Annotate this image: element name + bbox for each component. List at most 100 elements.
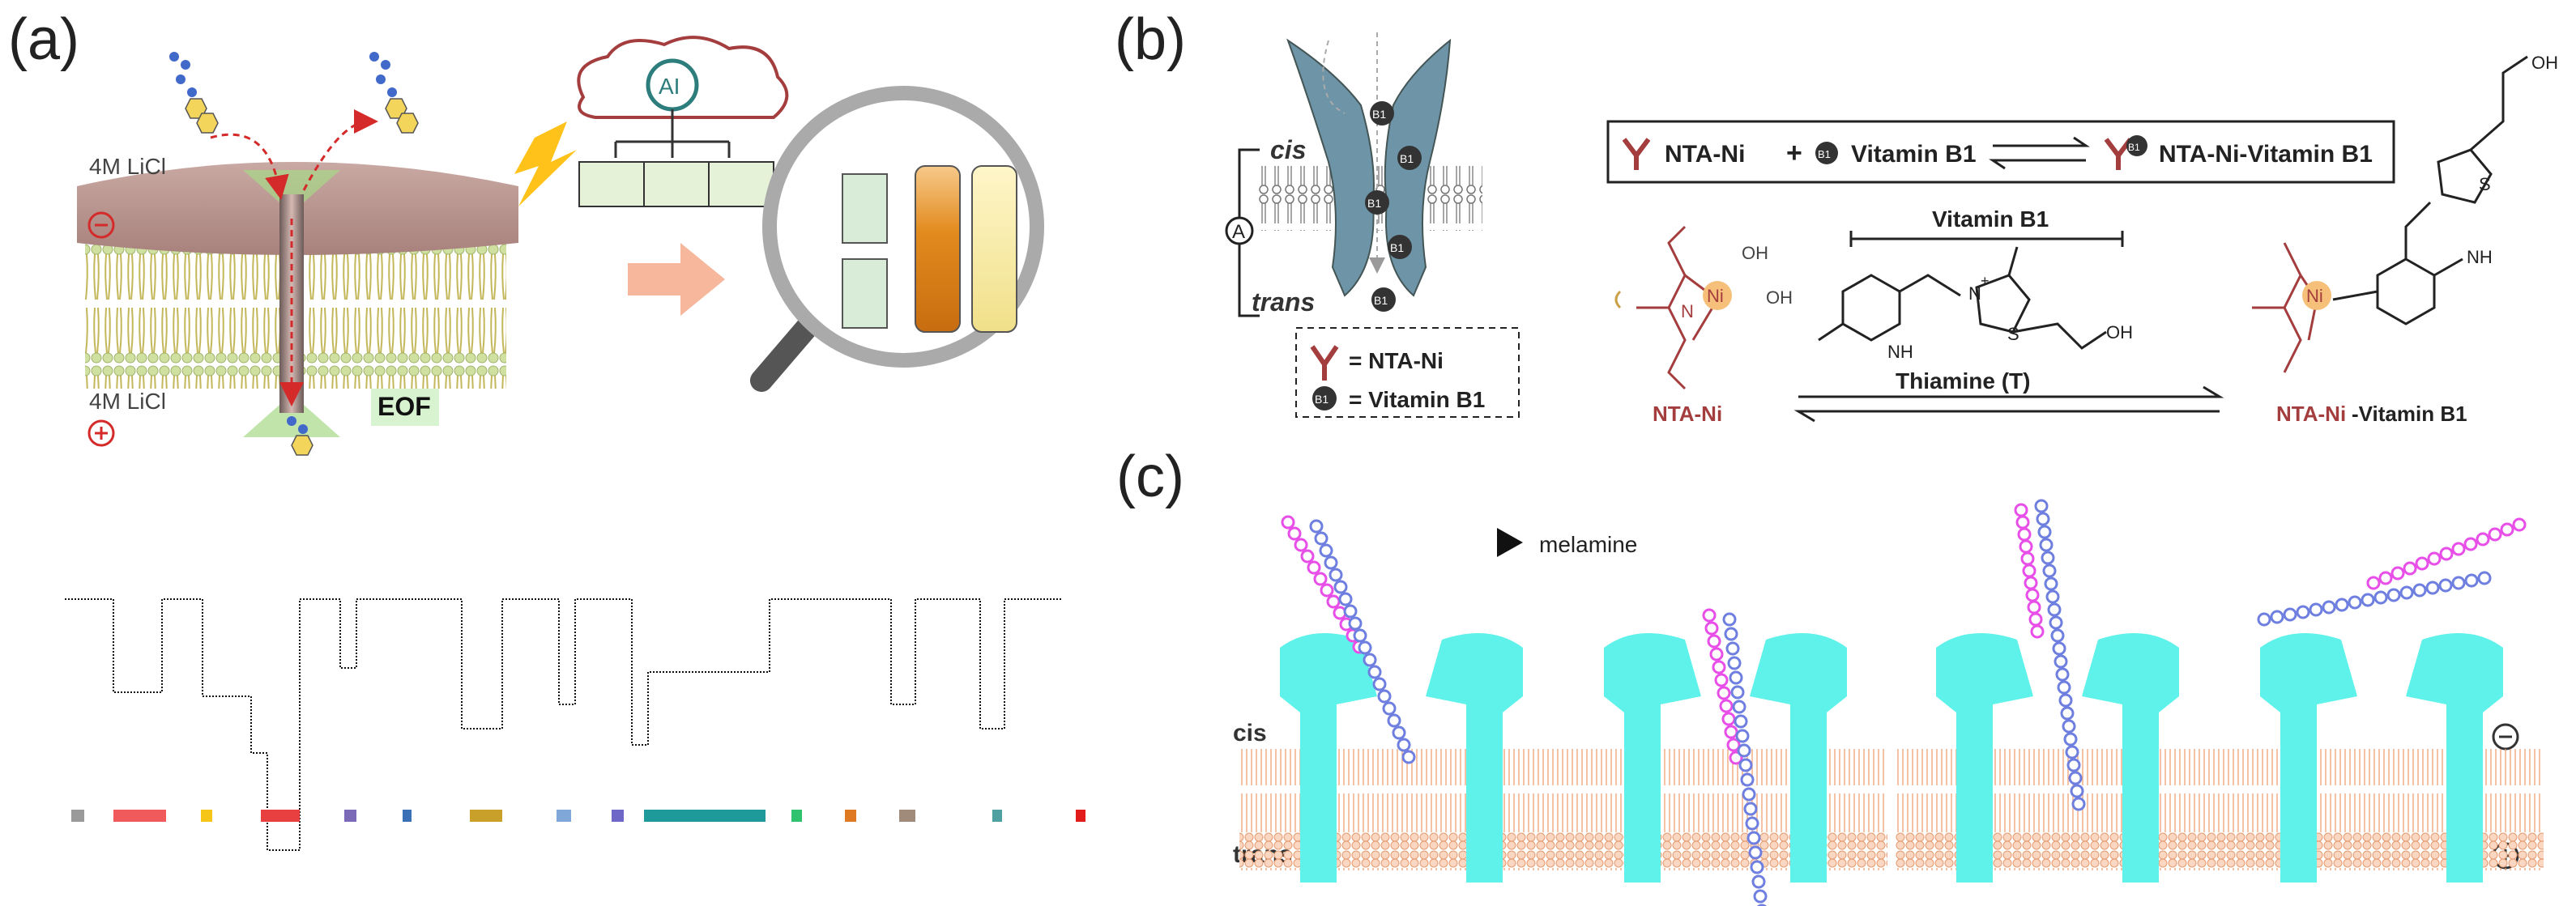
panel-a: 4M LiCl 4M LiCl EOF AI — [65, 36, 1085, 851]
nucleotide — [1727, 656, 1742, 670]
nucleotide — [1300, 549, 1315, 564]
svg-text:OH: OH — [2531, 53, 2558, 73]
nucleotide — [1745, 816, 1759, 831]
nucleotide — [1750, 860, 1764, 874]
nucleotide — [2412, 583, 2427, 598]
nucleotide — [2309, 602, 2323, 617]
right-arrow-icon — [628, 243, 725, 316]
svg-text:OH: OH — [2106, 322, 2133, 342]
nucleotide — [2044, 576, 2058, 591]
nucleotide — [1367, 665, 1382, 679]
svg-text:N: N — [1681, 301, 1694, 321]
vitb1-bracket — [1849, 231, 2124, 247]
nucleotide — [1726, 738, 1741, 752]
event-bar — [403, 810, 412, 822]
nucleotide — [1730, 685, 1745, 700]
event-bar — [71, 810, 84, 822]
equilibrium-arrows-icon — [1989, 136, 2090, 170]
thiamine-label: Thiamine (T) — [1896, 368, 2030, 393]
nucleotide — [1729, 751, 1743, 765]
nucleotide — [2476, 532, 2490, 547]
nucleotide — [1348, 616, 1363, 631]
melamine-legend-icon — [1497, 528, 1523, 557]
nucleotide — [1338, 592, 1353, 606]
nucleotide — [1729, 670, 1743, 685]
event-bar — [261, 810, 300, 822]
nucleotide — [2062, 719, 2076, 734]
svg-text:B1: B1 — [1390, 241, 1404, 254]
ntani-icon — [1310, 345, 1339, 381]
svg-text:B1: B1 — [1372, 108, 1386, 121]
legend-ntani: = NTA-Ni — [1349, 348, 1444, 373]
panel-b: B1 B1 B1 B1 B1 A cis trans = NTA-Ni B1 =… — [1225, 32, 2558, 426]
nucleotide — [1326, 594, 1341, 609]
nucleotide — [2296, 605, 2310, 619]
nucleotide — [1363, 653, 1377, 667]
nucleotide — [1724, 725, 1738, 739]
nucleotide — [1742, 787, 1756, 802]
nucleotide — [2063, 732, 2078, 746]
nucleotide — [2427, 551, 2442, 566]
ammeter-label: A — [1232, 221, 1245, 243]
svg-text:S: S — [2479, 174, 2491, 194]
ntani-label: NTA-Ni — [1653, 402, 1722, 426]
nucleotide — [2451, 542, 2466, 556]
nucleotide — [2024, 576, 2038, 590]
nucleotide — [2054, 654, 2068, 669]
nucleotide — [1320, 583, 1334, 598]
ammeter-circuit: A — [1225, 148, 1260, 317]
event-color-bars — [71, 810, 1085, 822]
event-bar — [201, 810, 212, 822]
nanopore-a — [243, 170, 340, 437]
eof-box — [371, 389, 439, 426]
nucleotide — [1401, 750, 1416, 764]
equation-box — [1606, 120, 2395, 184]
nucleotide — [2361, 593, 2375, 607]
nucleotide — [2348, 595, 2362, 610]
svg-text:N: N — [1968, 283, 1981, 304]
legend-box-b — [1295, 327, 1520, 418]
nucleotide — [1397, 738, 1411, 752]
svg-text:B1: B1 — [1400, 152, 1414, 165]
nucleotide — [2270, 610, 2284, 624]
nucleotide — [2037, 525, 2052, 539]
nucleotide — [2030, 624, 2045, 639]
nucleotide — [1333, 580, 1348, 594]
nucleotide — [2390, 566, 2405, 581]
nucleotide — [1329, 568, 1343, 582]
panel-c-label: (c) — [1116, 444, 1184, 509]
nucleotide — [1753, 889, 1768, 904]
nucleotide — [2055, 667, 2070, 682]
nucleotide — [1307, 560, 1321, 575]
nucleotide — [2028, 612, 2043, 627]
complex-label-rest: -Vitamin B1 — [2352, 402, 2467, 426]
event-bar — [845, 810, 856, 822]
nucleotide — [1719, 699, 1734, 713]
nucleotide — [1358, 640, 1372, 655]
nucleotide — [2014, 503, 2028, 517]
nucleotide — [1717, 686, 1731, 700]
nucleotide — [2071, 797, 2086, 811]
nucleotide — [1309, 519, 1324, 534]
nucleotide — [2378, 571, 2393, 585]
event-bar — [791, 810, 802, 822]
ni-center — [1703, 281, 1732, 310]
nucleotide — [1722, 612, 1737, 627]
thiamine-structure — [1818, 246, 2107, 350]
panel-a-label: (a) — [8, 7, 79, 72]
svg-text:+: + — [1981, 273, 1990, 289]
legend-vb1: = Vitamin B1 — [1349, 387, 1485, 412]
nucleotide — [1702, 608, 1717, 623]
nucleotide — [2025, 588, 2040, 602]
nucleotide — [2477, 571, 2492, 585]
nucleotide — [1281, 515, 1295, 530]
nucleotide — [2399, 585, 2414, 600]
nucleotide — [2335, 598, 2349, 612]
nucleotide — [1707, 634, 1721, 649]
eq-right: NTA-Ni-Vitamin B1 — [2159, 141, 2373, 168]
svg-text:NH: NH — [2467, 247, 2493, 267]
trace-path — [65, 598, 1061, 851]
nucleotide — [1387, 713, 1401, 728]
nucleotide — [2058, 693, 2073, 708]
nucleotide — [1319, 543, 1333, 558]
